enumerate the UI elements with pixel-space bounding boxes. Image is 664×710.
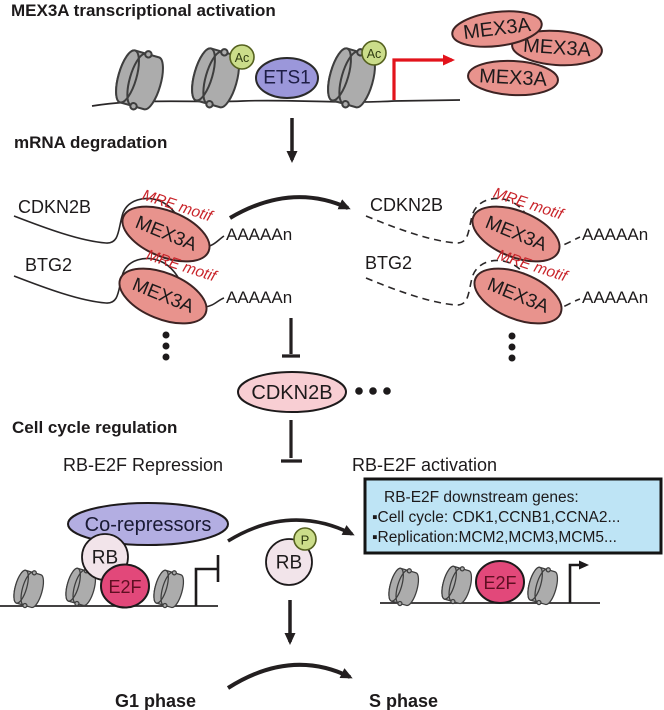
box-replication-genes: ▪Replication:MCM2,MCM3,MCM5...	[372, 529, 617, 546]
phosphate-mark	[293, 527, 317, 551]
ets1-label: ETS1	[263, 68, 311, 89]
acetyl-label: Ac	[235, 51, 250, 65]
e2f-label: E2F	[108, 577, 141, 597]
section-title-transcription: MEX3A transcriptional activation	[11, 1, 276, 20]
s-phase-label: S phase	[369, 691, 438, 710]
nucleosome-icon	[9, 566, 48, 612]
polya-tail: AAAAAn	[226, 225, 292, 244]
ellipsis-dots-horizontal	[355, 387, 391, 395]
gene-label-cdkn2b: CDKN2B	[370, 195, 443, 215]
e2f-protein	[100, 563, 150, 609]
cdkn2b-protein-label: CDKN2B	[251, 382, 332, 404]
acetyl-mark	[361, 40, 387, 66]
g1-phase-label: G1 phase	[115, 691, 196, 710]
polya-tail: AAAAAn	[582, 288, 648, 307]
acetyl-mark	[229, 44, 255, 70]
degradation-arrow	[228, 195, 351, 220]
gene-label-btg2: BTG2	[25, 255, 72, 275]
section-title-cellcycle: Cell cycle regulation	[12, 418, 177, 437]
ellipsis-dots-vertical	[162, 331, 170, 361]
mex3a-label: MEX3A	[522, 35, 592, 62]
ets1-protein	[255, 57, 319, 99]
g1-to-s-arrow	[226, 662, 353, 690]
activation-label: RB-E2F activation	[352, 455, 497, 475]
downstream-genes-box	[363, 477, 663, 555]
e2f-label: E2F	[483, 573, 516, 593]
gene-label-cdkn2b: CDKN2B	[18, 197, 91, 217]
mex3a-on-mrna: MEX3A	[118, 267, 208, 325]
nucleosome-icon	[523, 563, 562, 609]
polya-tail: AAAAAn	[582, 225, 648, 244]
rb-release-arrow	[227, 518, 355, 543]
ellipsis-dots-vertical	[508, 332, 516, 362]
nucleosome-icon	[109, 43, 170, 116]
phosphate-label: P	[301, 533, 310, 548]
nucleosome-icon	[149, 566, 188, 612]
rb-label: RB	[276, 553, 302, 574]
mex3a-label: MEX3A	[479, 65, 549, 91]
gene-label-btg2: BTG2	[365, 253, 412, 273]
e2f-protein	[475, 560, 525, 604]
acetyl-label: Ac	[367, 47, 382, 61]
active-promoter-arrow	[568, 560, 589, 603]
inhibition-tbar	[282, 318, 300, 358]
corepressors-label: Co-repressors	[85, 514, 212, 536]
mex3a-on-mrna: MEX3A	[121, 205, 211, 263]
polya-tail: AAAAAn	[226, 288, 292, 307]
blocked-promoter-tbar	[194, 555, 220, 606]
mex3a-on-mrna: MEX3A	[473, 267, 563, 325]
box-cell-cycle-genes: ▪Cell cycle: CDK1,CCNB1,CCNA2...	[372, 509, 620, 526]
mex3a-protein: MEX3A	[467, 59, 559, 97]
mex3a-on-mrna: MEX3A	[471, 205, 561, 263]
repression-label: RB-E2F Repression	[63, 455, 223, 475]
mex3a-protein: MEX3A	[451, 10, 543, 48]
section-title-mrna: mRNA degradation	[14, 133, 167, 152]
mex3a-protein: MEX3A	[511, 29, 603, 67]
phospho-rb-protein	[265, 538, 313, 586]
inhibition-tbar	[281, 420, 302, 463]
box-title: RB-E2F downstream genes:	[384, 489, 579, 506]
transcription-start-arrow	[392, 54, 455, 100]
rb-label: RB	[92, 548, 118, 569]
cdkn2b-protein	[237, 371, 347, 413]
nucleosome-icon	[437, 562, 476, 608]
